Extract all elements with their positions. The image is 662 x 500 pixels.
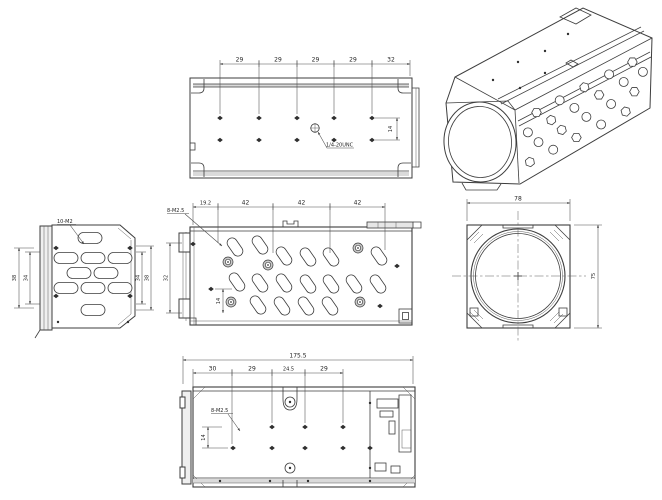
- view-isometric: [443, 7, 653, 191]
- top-bracket: [559, 7, 592, 25]
- dim-label: 29: [248, 366, 256, 373]
- view-bottom: 175.5 30 29 24.5 29 8-M2.5 14: [179, 353, 416, 488]
- corner-gusset: [397, 162, 411, 177]
- dim-label: 34: [24, 275, 30, 281]
- dimension-hole-spacing: 14: [375, 117, 400, 141]
- dim-label: 14: [201, 434, 207, 440]
- dim-label: 30: [209, 366, 217, 373]
- dimension-overall: 175.5: [182, 353, 414, 384]
- dim-label: 29: [236, 57, 244, 64]
- rail-clamp: [565, 59, 579, 68]
- top-rail: [366, 221, 414, 229]
- dim-label: 14: [216, 298, 222, 304]
- dim-label: 42: [242, 200, 250, 207]
- thread-callout: 10-M2: [57, 219, 73, 225]
- dimension-bottom-left: 14: [208, 286, 232, 313]
- dim-label: 29: [320, 366, 328, 373]
- dimension-right: 34 38: [136, 245, 154, 311]
- dim-label: 42: [298, 200, 306, 207]
- dimension-left: 38 34: [12, 247, 40, 309]
- dim-label: 29: [312, 57, 320, 64]
- dim-label: 29: [274, 57, 282, 64]
- dim-label: 14: [388, 126, 394, 132]
- lens-barrel: [443, 101, 517, 183]
- dimension-height: 75: [574, 224, 602, 329]
- dimension-left: 32: [164, 242, 182, 314]
- dim-label: 19.2: [200, 201, 211, 207]
- thread-callout: 1/4-20UNC: [326, 143, 354, 149]
- dimension-chain: 30 29 24.5 29: [192, 366, 344, 444]
- dim-label: 29: [349, 57, 357, 64]
- mount-hole: [284, 462, 296, 474]
- view-side: 19.2 42 42 42 8-M2.5 32 14: [164, 200, 422, 326]
- dimension-hole-rows: 14: [201, 426, 228, 449]
- dimension-width: 78: [466, 196, 571, 221]
- dim-label: 38: [12, 275, 18, 281]
- dim-label: 42: [354, 200, 362, 207]
- dim-label: 34: [136, 275, 142, 281]
- corner-gusset: [397, 79, 411, 94]
- dim-label: 32: [164, 275, 170, 281]
- view-left: 10-M2 38 34 34 38: [12, 219, 154, 339]
- dim-label: 24.5: [283, 367, 294, 373]
- thread-callout: 8-M2.5: [167, 208, 184, 214]
- dim-label: 78: [514, 196, 522, 203]
- dim-label: 75: [591, 273, 597, 279]
- dim-label: 32: [387, 57, 395, 64]
- dim-label: 38: [145, 275, 151, 281]
- chin-step: [461, 182, 502, 191]
- connector-zone: [368, 391, 412, 478]
- view-top: 1/4-20UNC 29 29 29 29 32 14: [189, 57, 420, 179]
- corner-gusset: [191, 162, 205, 177]
- dimension-chain-top: 19.2 42 42 42: [192, 200, 386, 253]
- top-tab: [282, 220, 299, 227]
- dim-label: 175.5: [289, 353, 306, 360]
- view-front: 78 75: [452, 196, 602, 341]
- side-tab: [412, 87, 420, 168]
- thread-callout: 8-M2.5: [211, 408, 228, 414]
- mount-tab: [282, 387, 298, 411]
- dimension-chain-top: 29 29 29 29 32: [219, 57, 411, 114]
- corner-gusset: [191, 79, 205, 94]
